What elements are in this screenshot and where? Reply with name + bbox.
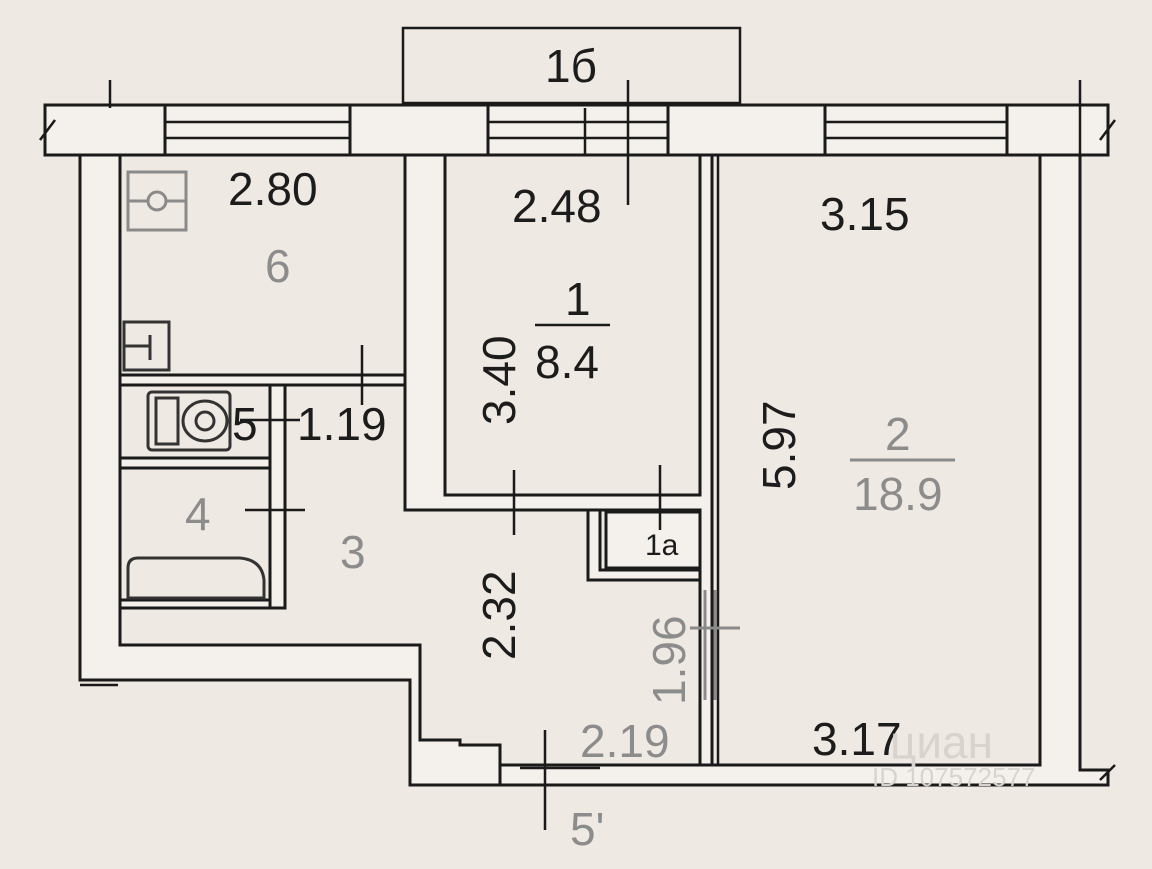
outer-wall-right xyxy=(498,153,1110,787)
room2-number: 2 xyxy=(885,408,911,460)
room1-width: 2.48 xyxy=(512,180,602,232)
room1-length: 3.40 xyxy=(473,335,525,425)
kitchen-number: 6 xyxy=(265,240,291,292)
kitchen-width: 2.80 xyxy=(228,163,318,215)
watermark-id: ID 107572577 xyxy=(872,762,1035,792)
bath-number: 4 xyxy=(185,488,211,540)
room2-area: 18.9 xyxy=(853,468,943,520)
room2-width-top: 3.15 xyxy=(820,188,910,240)
interior-walls xyxy=(118,153,720,767)
hall-number: 3 xyxy=(340,526,366,578)
fixtures xyxy=(122,170,266,600)
hall-length: 2.32 xyxy=(473,570,525,660)
windows xyxy=(163,103,1009,157)
toilet-icon xyxy=(146,390,232,452)
hall-width: 2.19 xyxy=(580,715,670,767)
outer-wall-left xyxy=(78,153,502,787)
toilet-width: 1.19 xyxy=(297,398,387,450)
watermark-brand: циан xyxy=(890,716,993,768)
bathtub-icon xyxy=(126,556,266,600)
balcony-label: 1б xyxy=(545,40,597,92)
entry-mark: 5' xyxy=(570,803,604,855)
toilet-number: 5 xyxy=(232,398,258,450)
balcony-outline xyxy=(401,26,742,105)
room1-area: 8.4 xyxy=(535,336,599,388)
hall-depth: 1.96 xyxy=(643,615,695,705)
dimension-ticks xyxy=(39,80,1116,830)
closet-number: 1а xyxy=(645,529,679,562)
room1-number: 1 xyxy=(565,273,591,325)
room2-length: 5.97 xyxy=(753,400,805,490)
room2-width-bottom: 3.17 xyxy=(812,713,902,765)
